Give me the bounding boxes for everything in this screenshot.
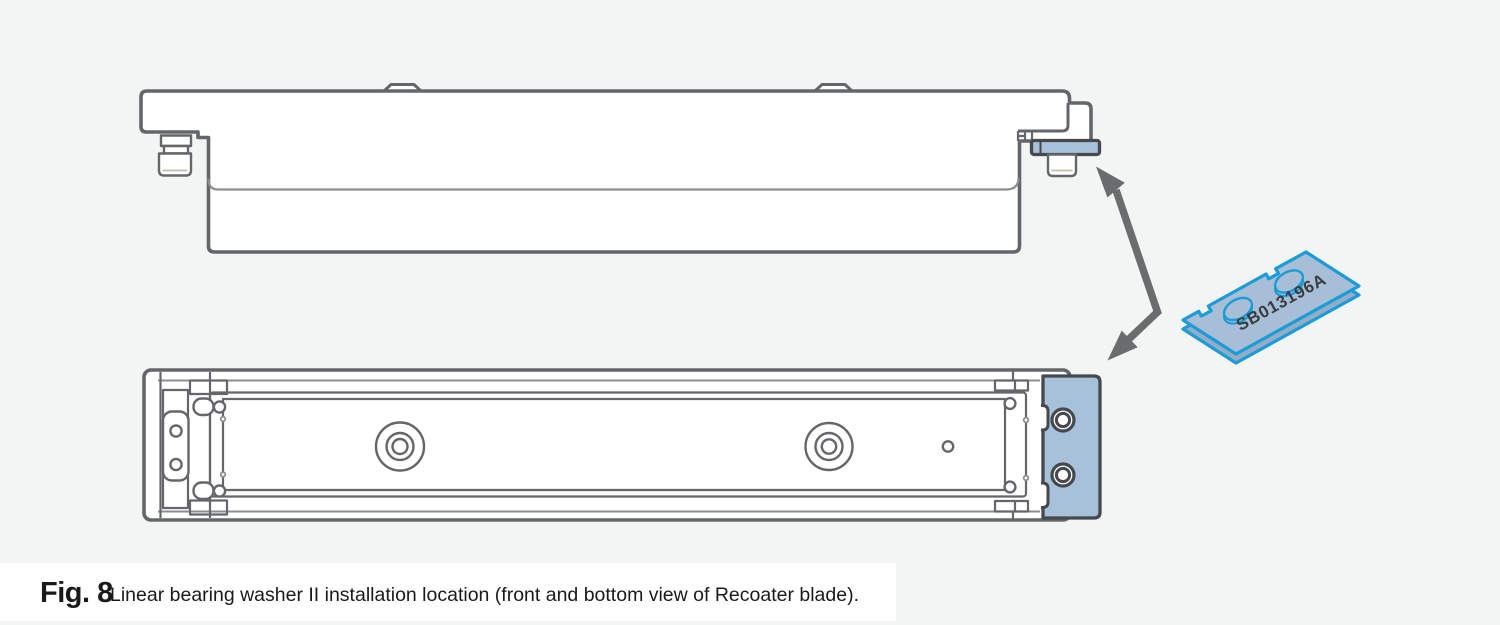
- panel-tick: [219, 471, 227, 478]
- figure-caption: Linear bearing washer II installation lo…: [110, 584, 859, 606]
- right-foot: [1046, 153, 1078, 178]
- end-cap-notch: [1041, 404, 1050, 432]
- bracket-inner-edge: [1018, 103, 1070, 133]
- pin-hole: [212, 484, 227, 498]
- washer-part: SB013196A: [1181, 250, 1361, 365]
- panel-tick: [219, 415, 227, 423]
- left-foot-block: [157, 152, 193, 177]
- left-end-block: [161, 388, 190, 510]
- left-foot-collar-upper: [159, 134, 193, 148]
- panel-tick: [1022, 416, 1030, 424]
- washer-top-face: [1181, 250, 1361, 356]
- small-hole-right: [1003, 480, 1017, 494]
- end-plate-hole: [169, 457, 183, 472]
- bracket-step-block: [1016, 131, 1034, 141]
- mounting-hole-center: [1054, 466, 1072, 484]
- left-foot: [157, 134, 193, 177]
- pin-hole: [212, 400, 227, 414]
- washer-hole-left: [1222, 296, 1254, 325]
- washer-hole-rim: [1222, 296, 1254, 322]
- boss-ring: [820, 438, 838, 455]
- blade-seam-line: [207, 177, 1020, 191]
- slot-bottom: [192, 481, 215, 501]
- end-cap-notch: [1041, 481, 1050, 509]
- slot-top: [192, 397, 215, 417]
- small-hole-center: [941, 440, 955, 453]
- double-arrow-icon: [1096, 166, 1162, 361]
- panel-inner: [221, 397, 1007, 492]
- rail-block-bottom-right: [993, 499, 1030, 513]
- arrow-head-top: [1096, 166, 1125, 198]
- washer-hole-rim: [1273, 269, 1305, 294]
- blade-body-outline: [139, 89, 1093, 254]
- panel-tick: [1022, 474, 1030, 482]
- rail-block-bottom-left: [188, 499, 229, 516]
- rail-block-top-right: [993, 379, 1030, 392]
- caption: Fig. 8 Linear bearing washer II installa…: [0, 563, 896, 621]
- boss-ring: [391, 437, 409, 456]
- panel-outer: [208, 391, 1028, 498]
- end-plate-hole: [169, 424, 183, 438]
- bearing-boss-left: [374, 421, 426, 472]
- front-view: [139, 83, 1102, 254]
- mounting-hole-center: [1054, 411, 1072, 429]
- small-hole-right: [1003, 396, 1017, 411]
- rail-block-top-left: [188, 379, 229, 396]
- figure-label: Fig. 8: [40, 577, 113, 609]
- right-foot-block: [1046, 153, 1078, 178]
- washer-hole-right: [1273, 269, 1305, 298]
- bottom-view: [142, 368, 1102, 522]
- arrow-shaft: [1112, 188, 1162, 342]
- caption-band: [0, 563, 896, 621]
- washer-strip-highlight: [1029, 138, 1102, 157]
- end-cap-highlight: [1041, 374, 1102, 520]
- installed-washer-front: [1029, 138, 1102, 157]
- bearing-boss-right: [804, 421, 854, 472]
- washer-location-highlight: [1041, 374, 1102, 520]
- arrow-head-bottom: [1107, 330, 1138, 361]
